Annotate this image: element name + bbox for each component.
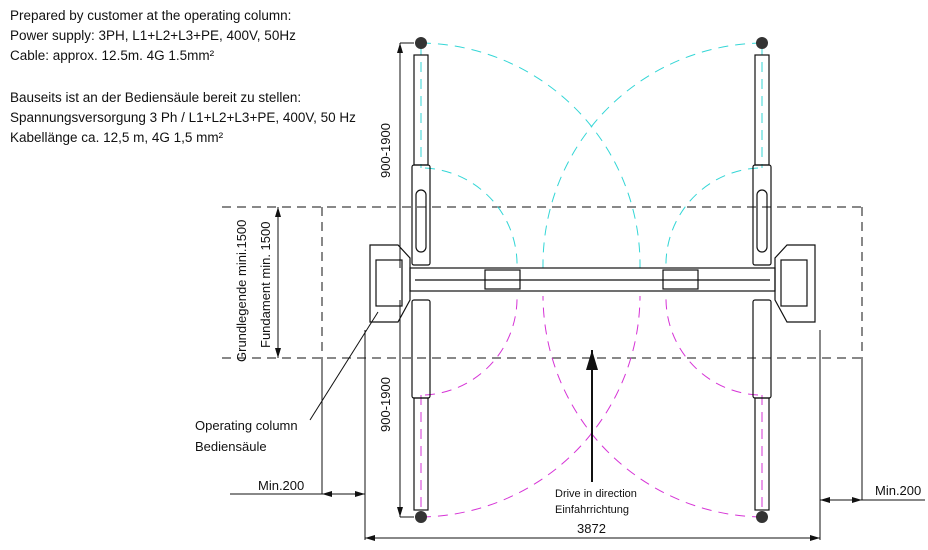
drive-label-en: Drive in direction xyxy=(555,488,637,500)
note-power-de: Spannungsversorgung 3 Ph / L1+L2+L3+PE, … xyxy=(10,110,356,125)
upper-arm-swing-arcs xyxy=(420,42,763,269)
upper-arm-dimension-label: 900-1900 xyxy=(378,123,393,178)
operating-column-label-en: Operating column xyxy=(195,418,298,433)
min-left-label: Min.200 xyxy=(258,478,305,493)
note-cable-de: Kabellänge ca. 12,5 m, 4G 1,5 mm² xyxy=(10,130,224,145)
operating-column-label-de: Bediensäule xyxy=(195,439,267,454)
notes-english: Prepared by customer at the operating co… xyxy=(10,6,296,66)
drive-label-de: Einfahrrichtung xyxy=(555,504,629,516)
note-power-en: Power supply: 3PH, L1+L2+L3+PE, 400V, 50… xyxy=(10,28,296,43)
column-right xyxy=(774,244,816,323)
foundation-label-1: Grundlegende mini.1500 xyxy=(234,219,249,362)
note-cable-en: Cable: approx. 12.5m. 4G 1.5mm² xyxy=(10,48,215,63)
foundation-outline xyxy=(222,206,863,359)
lower-arm-swing-arcs xyxy=(420,295,763,518)
foundation-label-2: Fundament min. 1500 xyxy=(258,221,273,348)
lower-arm-dimension-label: 900-1900 xyxy=(378,377,393,432)
note-heading-de: Bauseits ist an der Bediensäule bereit z… xyxy=(10,90,302,105)
lift-arms xyxy=(411,54,772,511)
notes-german: Bauseits ist an der Bediensäule bereit z… xyxy=(10,88,356,148)
note-heading-en: Prepared by customer at the operating co… xyxy=(10,8,292,23)
cross-beam xyxy=(409,267,776,292)
width-label: 3872 xyxy=(577,521,606,536)
column-left xyxy=(369,244,411,323)
min-right-label: Min.200 xyxy=(875,483,922,498)
operating-column-leader xyxy=(309,311,379,421)
arm-pads xyxy=(415,37,768,523)
